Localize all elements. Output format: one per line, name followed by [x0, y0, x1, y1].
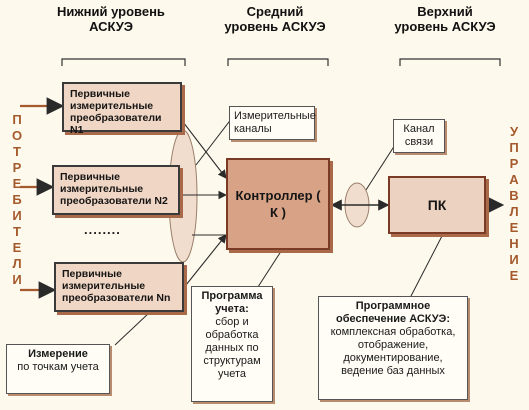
note-software: Программное обеспечение АСКУЭ: комплексн…: [318, 296, 468, 400]
sensor-box-nn: Первичные измерительные преобразователи …: [54, 262, 184, 312]
software-body: комплексная обработка, отображение, доку…: [330, 326, 456, 377]
brace-lower: [61, 58, 186, 66]
note-measurement: Измерение по точкам учета: [6, 344, 110, 394]
software-title: Программное обеспечение АСКУЭ:: [336, 300, 450, 325]
controller-box: Контроллер ( К ): [226, 158, 330, 250]
level-header-middle: Средний уровень АСКУЭ: [224, 4, 326, 34]
level-header-upper: Верхний уровень АСКУЭ: [394, 4, 496, 34]
sensor-box-n1: Первичные измерительные преобразователи …: [62, 82, 182, 136]
program-body: сбор и обработка данных по структурам уч…: [203, 316, 261, 380]
ellipsis: ........: [84, 222, 121, 237]
program-title: Программа учета:: [201, 290, 263, 315]
measurement-body: по точкам учета: [17, 361, 99, 373]
note-accounting-program: Программа учета: сбор и обработка данных…: [191, 286, 273, 402]
brace-middle: [227, 58, 329, 66]
pc-box: ПК: [388, 176, 486, 234]
note-measuring-channels: Измерительные каналы: [229, 106, 316, 140]
measurement-title: Измерение: [28, 348, 88, 360]
sensor-box-n2: Первичные измерительные преобразователи …: [52, 165, 180, 215]
note-link-channel: Канал связи: [393, 119, 445, 153]
brace-upper: [399, 58, 501, 66]
level-header-lower: Нижний уровень АСКУЭ: [57, 4, 165, 34]
